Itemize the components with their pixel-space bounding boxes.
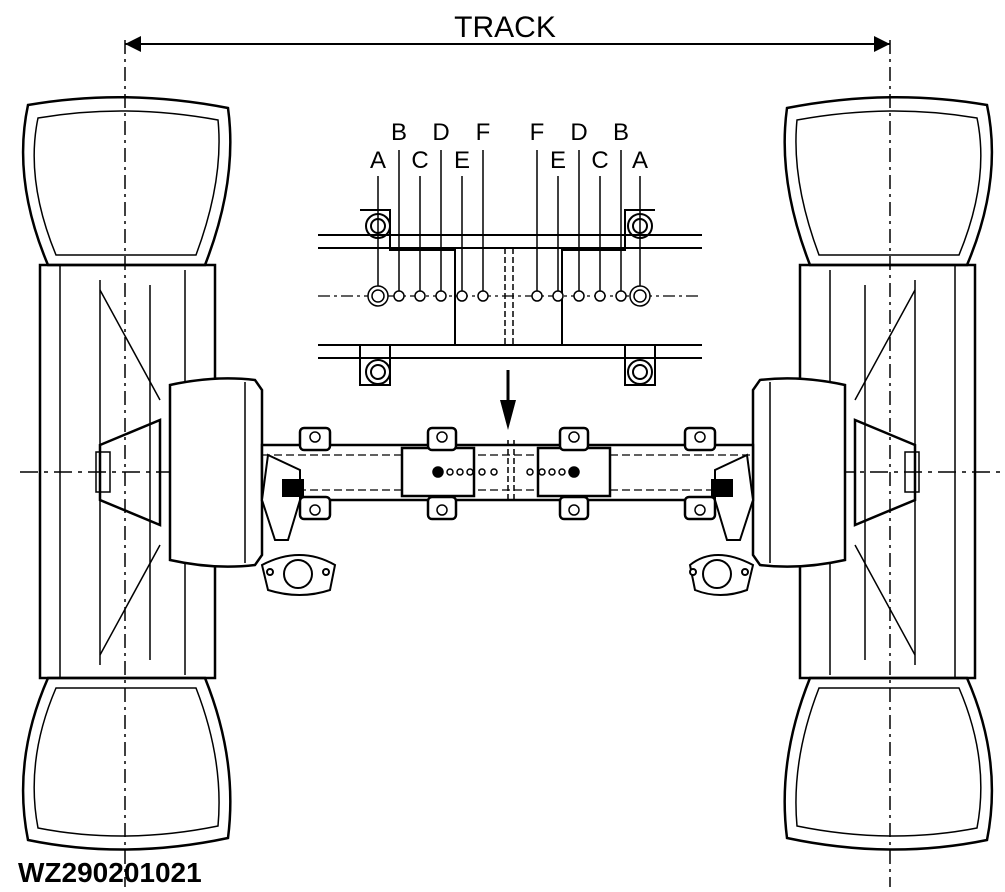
track-dimension: TRACK <box>125 11 890 52</box>
left-brake-drum <box>168 377 264 568</box>
hole-label-left-upper-3: F <box>476 119 491 146</box>
right-steering-arm <box>688 453 755 596</box>
left-steering-arm <box>260 453 337 596</box>
detail-hole-row <box>367 285 651 307</box>
hole-label-right-upper-1: F <box>530 119 545 146</box>
axle-beam <box>260 426 755 521</box>
hole-label-right-upper-2: D <box>570 119 587 146</box>
hole-label-right-lower-2: C <box>591 147 608 174</box>
hole-label-left-upper-2: D <box>432 119 449 146</box>
hole-label-left-lower-3: E <box>454 147 470 174</box>
label-leaders <box>377 150 641 291</box>
right-lower-tire <box>783 676 994 851</box>
detail-arrow <box>500 370 516 430</box>
hole-label-right-lower-3: A <box>632 147 648 174</box>
hole-label-left-lower-2: C <box>411 147 428 174</box>
hole-label-right-lower-1: E <box>550 147 566 174</box>
track-label: TRACK <box>454 11 556 44</box>
right-brake-drum <box>751 377 847 568</box>
axle-hole-row <box>432 466 580 478</box>
right-wheel <box>783 95 994 851</box>
left-hub <box>98 418 162 527</box>
hole-labels: B D F A C E F D B E C A <box>370 119 648 174</box>
right-upper-tire <box>783 95 994 267</box>
left-upper-tire <box>21 95 232 267</box>
hole-label-left-lower-1: A <box>370 147 386 174</box>
left-lower-tire <box>21 676 232 851</box>
hole-label-left-upper-1: B <box>391 119 407 146</box>
hole-label-right-upper-3: B <box>613 119 629 146</box>
figure-code: WZ290201021 <box>18 857 202 887</box>
left-wheel <box>21 95 232 851</box>
right-hub <box>853 418 917 527</box>
